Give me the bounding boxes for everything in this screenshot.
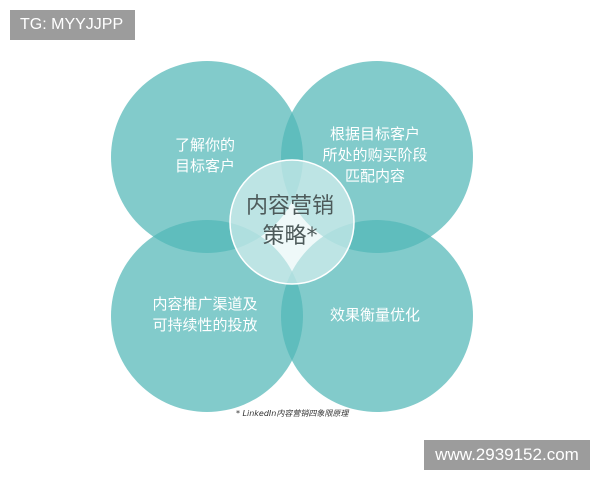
quadrant-label-buying-stage: 根据目标客户 所处的购买阶段 匹配内容 bbox=[322, 125, 428, 185]
quadrant-label-know-customer: 了解你的 目标客户 bbox=[174, 136, 235, 175]
footnote: * LinkedIn内容营销四象限原理 bbox=[236, 409, 349, 418]
watermark-top-left: TG: MYYJJPP bbox=[10, 10, 135, 40]
center-label: 内容营销 策略* bbox=[245, 194, 334, 249]
quadrant-label-distribution: 内容推广渠道及 可持续性的投放 bbox=[152, 295, 258, 334]
watermark-bottom-right: www.2939152.com bbox=[424, 440, 590, 470]
center-circle bbox=[229, 159, 355, 285]
quadrant-label-optimization: 效果衡量优化 bbox=[329, 306, 420, 324]
